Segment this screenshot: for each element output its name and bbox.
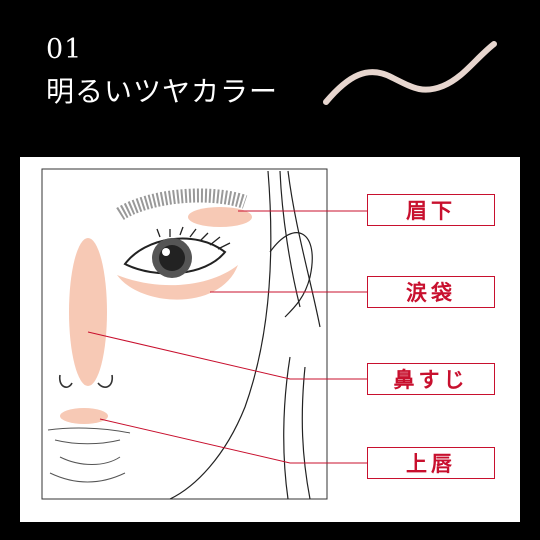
label-tear-bag: 涙袋	[367, 276, 495, 308]
section-title: 明るいツヤカラー	[46, 75, 279, 108]
highlight-upper-lip	[60, 408, 108, 424]
eye	[123, 226, 231, 278]
color-swatch-stroke	[323, 41, 497, 105]
eyebrow	[116, 188, 248, 221]
label-under-brow: 眉下	[367, 194, 495, 226]
lips	[47, 427, 131, 483]
highlight-nose-bridge	[69, 238, 107, 386]
face-diagram-panel: 眉下 涙袋 鼻すじ 上唇	[20, 157, 520, 522]
label-upper-lip: 上唇	[367, 447, 495, 479]
leader-line-lip	[99, 418, 367, 464]
section-number: 01	[46, 34, 83, 65]
face-contour	[169, 170, 321, 500]
highlight-tear-bag	[117, 265, 238, 300]
nose	[58, 374, 114, 388]
illustration-frame	[41, 168, 328, 500]
highlight-under-brow	[188, 207, 252, 227]
leader-lines	[87, 210, 367, 464]
leader-line-nose	[87, 331, 367, 380]
label-nose-bridge: 鼻すじ	[367, 363, 495, 395]
face-illustration	[41, 168, 367, 500]
